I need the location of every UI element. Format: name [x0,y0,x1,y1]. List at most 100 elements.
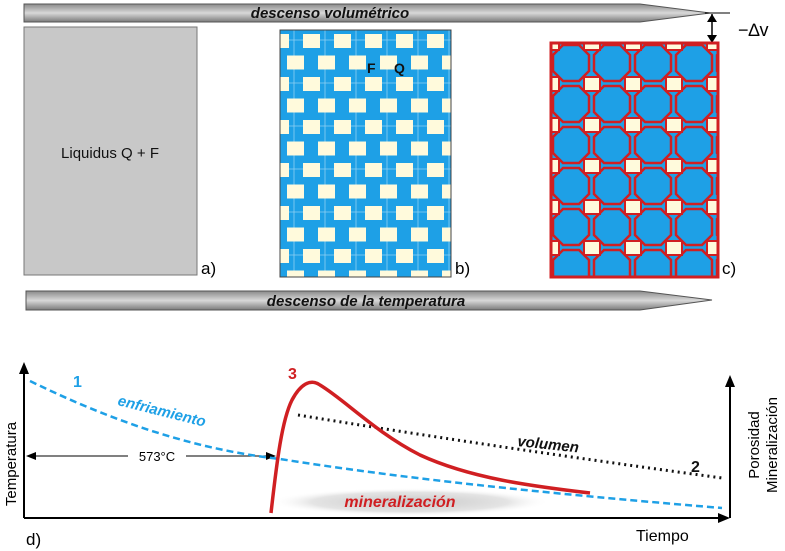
panel-b-quartz-crystal [442,98,451,113]
x-axis-arrowhead [718,513,730,523]
curve-1-cooling [29,379,723,510]
volume-decrease-label: descenso volumétrico [251,5,409,22]
panel-c-feldspar-grain [633,207,673,247]
panel-b-quartz-crystal [411,98,428,113]
panel-b-quartz-crystal [303,34,320,48]
panel-b-quartz-crystal [318,55,335,70]
panel-c-quartz-crystal [748,77,764,91]
panel-c-quartz-crystal [665,158,683,174]
panel-b-quartz-crystal [411,227,428,242]
curve-2-volume [297,413,723,480]
y-axis-label-porosidad: Porosidad [746,411,763,479]
panel-c-quartz-crystal [748,241,764,255]
curve-2-name: volumen [517,433,580,456]
panel-c-feldspar-grain [633,43,673,83]
panel-c-quartz-crystal [706,199,718,215]
panel-c-feldspar-grain [551,84,591,124]
curve-1-number: 1 [73,374,82,391]
panel-b-quartz-crystal [427,120,444,134]
delta-v-marker: −∆v [705,12,769,43]
panel-b-quartz-crystal [396,34,413,48]
panel-b-crystal-grid [280,30,490,277]
panel-c-quartz-crystal [551,158,560,174]
panel-b-quartz-crystal [473,228,490,242]
panel-c-feldspar-grain [551,43,591,83]
panel-b-quartz-crystal [349,55,366,70]
panel-b-quartz-crystal [380,270,397,277]
x-axis-label-tiempo: Tiempo [636,528,689,545]
panel-b-quartz-crystal [318,227,335,242]
panel-b-tag: b) [455,259,470,278]
panel-c: c) [549,41,764,296]
panel-b-quartz-crystal [442,270,451,277]
panel-c-feldspar-grain [674,166,714,206]
panel-b-quartz-crystal [349,184,366,199]
panel-b-quartz-crystal [365,249,382,263]
panel-c-quartz-crystal [665,76,683,92]
panel-b-quartz-crystal [303,249,320,263]
panel-c-feldspar-grain [674,207,714,247]
temperature-decrease-arrow: descenso de la temperatura [25,290,713,311]
panel-c-quartz-crystal [583,240,601,256]
panel-c-quartz-crystal [665,43,683,51]
panel-b-quartz-crystal [411,55,428,70]
panel-c-feldspar-grain [674,125,714,165]
panel-b-quartz-crystal [458,206,475,220]
panel-c-feldspar-grain [674,43,714,83]
y-axis-label-temperatura: Temperatura [3,421,20,506]
panel-b-quartz-crystal [318,184,335,199]
panel-c-quartz-crystal [666,282,682,296]
panel-b-quartz-crystal [334,206,351,220]
panel-b-quartz-crystal [380,184,397,199]
right-axis-arrowhead [725,375,735,387]
panel-b-quartz-crystal [427,163,444,177]
panel-b-quartz-crystal [334,34,351,48]
panel-b-quartz-crystal [280,206,289,220]
panel-b-quartz-crystal [287,270,304,277]
panel-b-quartz-crystal [473,99,490,113]
panel-b-quartz-crystal [442,55,451,70]
panel-b-quartz-crystal [396,120,413,134]
panel-c-feldspar-grain [633,248,673,277]
panel-b-quartz-crystal [380,227,397,242]
panel-b-quartz-crystal [303,120,320,134]
panel-c-quartz-crystal [624,117,642,133]
panel-b-quartz-crystal [442,141,451,156]
panel-b-quartz-crystal [334,77,351,91]
panel-c-quartz-crystal [624,76,642,92]
panel-c-quartz-crystal [706,240,718,256]
panel-b-quartz-crystal [442,184,451,199]
panel-c-quartz-crystal [748,118,764,132]
panel-b-quartz-crystal [280,163,289,177]
curve-1-name: enfriamiento [116,392,207,430]
curve-3-number: 3 [288,366,297,383]
panel-c-quartz-crystal [748,159,764,173]
mineralization-band [270,488,550,516]
panel-c-quartz-crystal [706,43,718,51]
panel-b-quartz-crystal [280,249,289,263]
panel-b-quartz-crystal [380,141,397,156]
panel-c-feldspar-grain [551,125,591,165]
panel-c-quartz-crystal [551,117,560,133]
panel-b-quartz-crystal [380,55,397,70]
panel-b-quartz-crystal [380,98,397,113]
temperature-decrease-label: descenso de la temperatura [267,293,465,310]
panel-c-quartz-crystal [583,76,601,92]
volume-decrease-arrow: descenso volumétrico [23,3,711,23]
panel-b-quartz-crystal [473,56,490,70]
panel-c-feldspar-grain [592,207,632,247]
panel-b-quartz-crystal [365,77,382,91]
panel-b-quartz-crystal [287,184,304,199]
panel-c-feldspar-grain [674,84,714,124]
panel-b-quartz-crystal [303,163,320,177]
panel-c-quartz-crystal [665,240,683,256]
panel-c-quartz-crystal [706,158,718,174]
panel-c-quartz-crystal [583,117,601,133]
panel-b-quartz-crystal [411,141,428,156]
panel-c-feldspar-grain [551,207,591,247]
panel-c-quartz-crystal [706,117,718,133]
panel-b-quartz-crystal [280,77,289,91]
panel-b-quartz-crystal [318,270,335,277]
panel-c-tag: c) [722,259,736,278]
panel-b-quartz-crystal [473,185,490,199]
